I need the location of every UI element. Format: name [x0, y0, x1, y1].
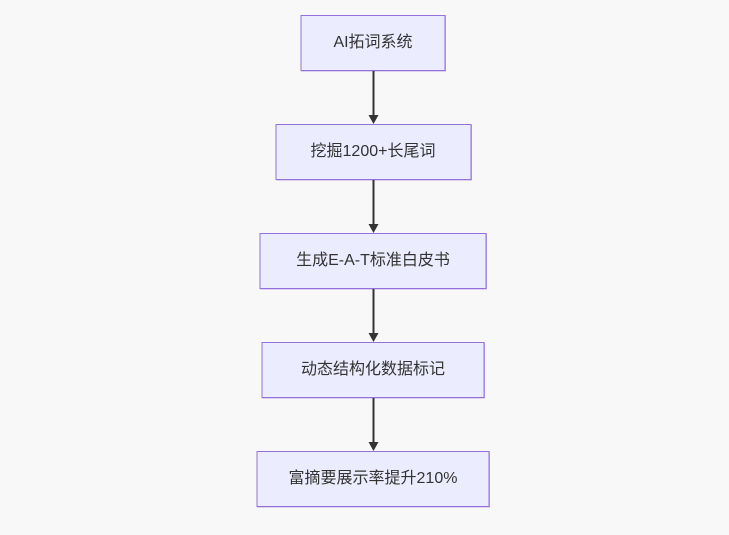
arrowhead-down-icon — [368, 224, 378, 233]
flow-node-label: 生成E-A-T标准白皮书 — [296, 252, 450, 269]
arrowhead-down-icon — [368, 442, 378, 451]
arrow-line — [372, 71, 374, 115]
arrowhead-down-icon — [368, 333, 378, 342]
flow-node-label: AI拓词系统 — [333, 34, 413, 51]
arrow-line — [372, 180, 374, 224]
arrow-line — [372, 398, 374, 442]
flow-node-rich-snippet-result: 富摘要展示率提升210% — [256, 451, 490, 507]
flowchart: AI拓词系统 挖掘1200+长尾词 生成E-A-T标准白皮书 动态结构化数据标记 — [256, 15, 490, 507]
flow-node-longtail-mining: 挖掘1200+长尾词 — [275, 124, 471, 180]
flow-node-structured-data: 动态结构化数据标记 — [261, 342, 485, 398]
flow-node-label: 富摘要展示率提升210% — [288, 470, 458, 487]
flow-arrow-3 — [368, 289, 378, 342]
flow-arrow-4 — [368, 398, 378, 451]
arrow-line — [372, 289, 374, 333]
arrowhead-down-icon — [368, 115, 378, 124]
flow-node-label: 挖掘1200+长尾词 — [310, 143, 436, 160]
flow-arrow-2 — [368, 180, 378, 233]
flow-node-ai-word-system: AI拓词系统 — [300, 15, 446, 71]
flow-node-label: 动态结构化数据标记 — [300, 361, 445, 378]
flow-arrow-1 — [368, 71, 378, 124]
flow-node-eat-whitepaper: 生成E-A-T标准白皮书 — [259, 233, 487, 289]
